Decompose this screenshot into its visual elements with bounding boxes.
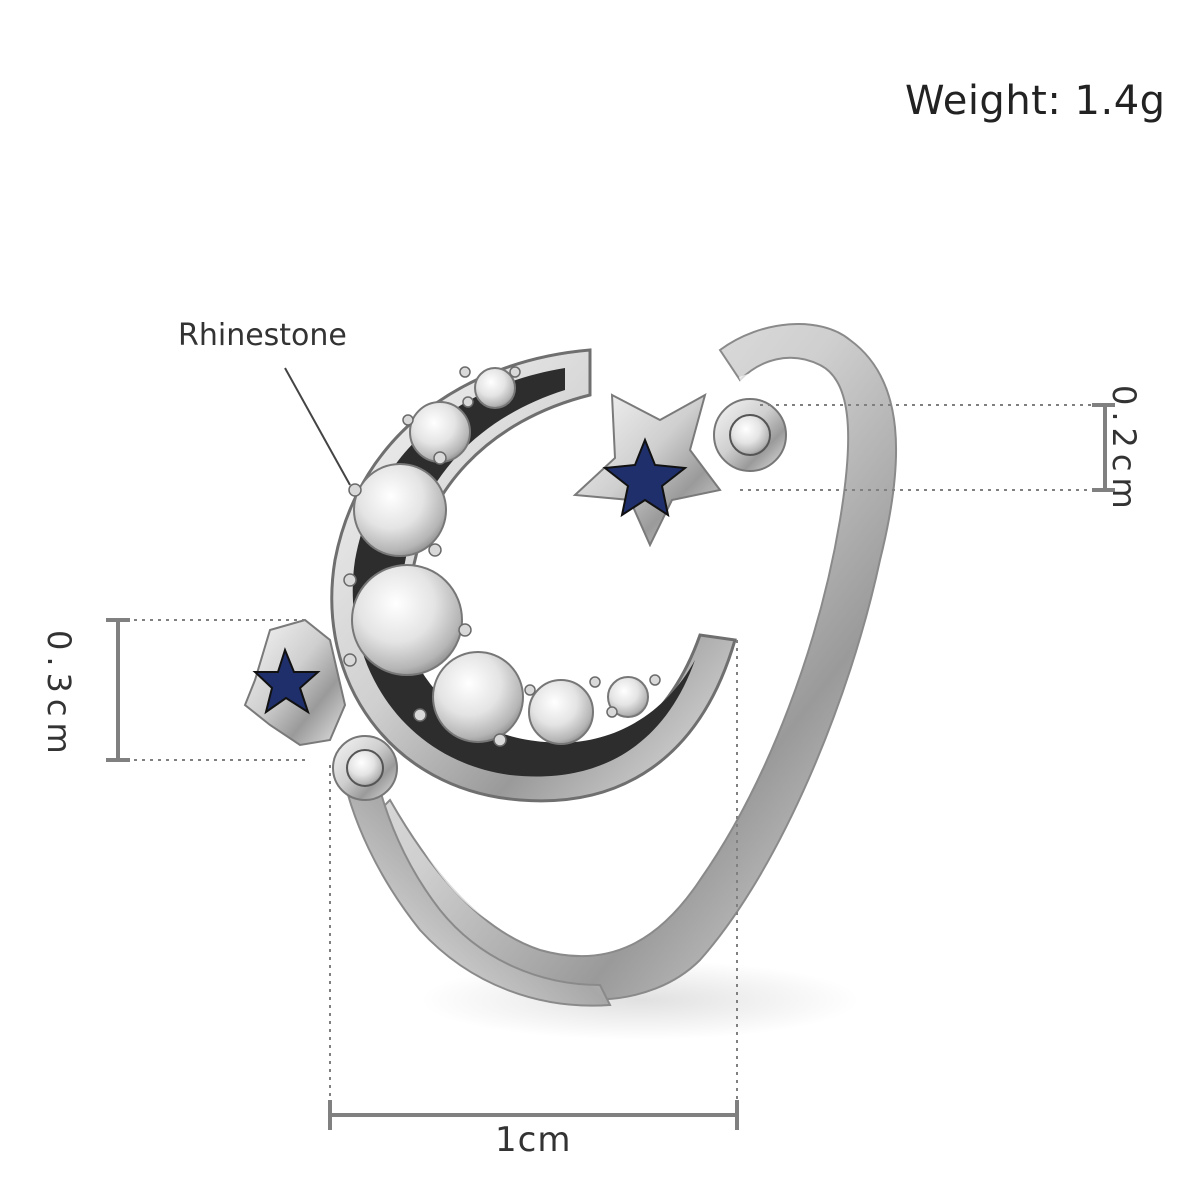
small-height-label: 0.2cm xyxy=(1105,385,1143,515)
ring-band-inner xyxy=(407,369,842,945)
dimension-right xyxy=(740,403,1115,492)
left-star-enamel xyxy=(252,647,321,715)
weight-label: Weight: 1.4g xyxy=(905,78,1166,124)
moon-setting xyxy=(352,368,695,777)
dimension-bottom xyxy=(328,640,739,1130)
callout-line xyxy=(284,367,351,486)
rhinestone-label: Rhinestone xyxy=(178,318,347,353)
right-star-enamel xyxy=(602,437,688,518)
star-height-label: 0.3cm xyxy=(40,630,78,760)
width-label: 1cm xyxy=(495,1120,572,1160)
moon-rhinestones xyxy=(351,367,649,745)
dimension-left xyxy=(106,618,305,762)
prongs xyxy=(343,366,661,747)
right-bezel-stone xyxy=(729,414,771,456)
left-bezel-stone xyxy=(346,749,384,787)
